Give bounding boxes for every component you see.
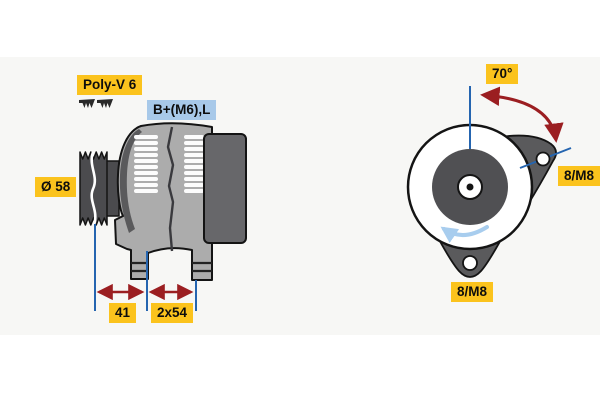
belt-type-label: Poly-V 6	[77, 75, 143, 96]
pulley-diameter-label: Ø 58	[35, 177, 77, 198]
dimension-41-label: 41	[109, 303, 137, 324]
vent-slots	[134, 135, 204, 193]
mount-hole-top	[535, 151, 551, 167]
swing-angle-label: 70°	[486, 64, 519, 85]
dimension-2x54-label: 2x54	[151, 303, 194, 324]
belt-profile-icon	[79, 99, 95, 108]
shaft-center-dot	[466, 183, 474, 191]
belt-profile-icon	[97, 99, 113, 108]
rear-view	[406, 86, 572, 278]
mounting-feet-grooves	[131, 261, 212, 273]
mount-top-label: 8/M8	[558, 166, 600, 187]
dimension-lines	[94, 224, 197, 311]
terminal-label: B+(M6),L	[147, 100, 217, 121]
mount-bottom-label: 8/M8	[451, 282, 494, 303]
angle-arc-arrow	[480, 86, 564, 143]
side-view	[79, 99, 247, 311]
rotation-direction-arrow	[440, 225, 489, 244]
mount-hole-bottom	[462, 255, 478, 271]
rear-housing	[203, 133, 247, 244]
pulley-break-line	[90, 151, 97, 226]
front-bracket-shading	[119, 129, 142, 233]
housing-seam	[166, 126, 175, 252]
